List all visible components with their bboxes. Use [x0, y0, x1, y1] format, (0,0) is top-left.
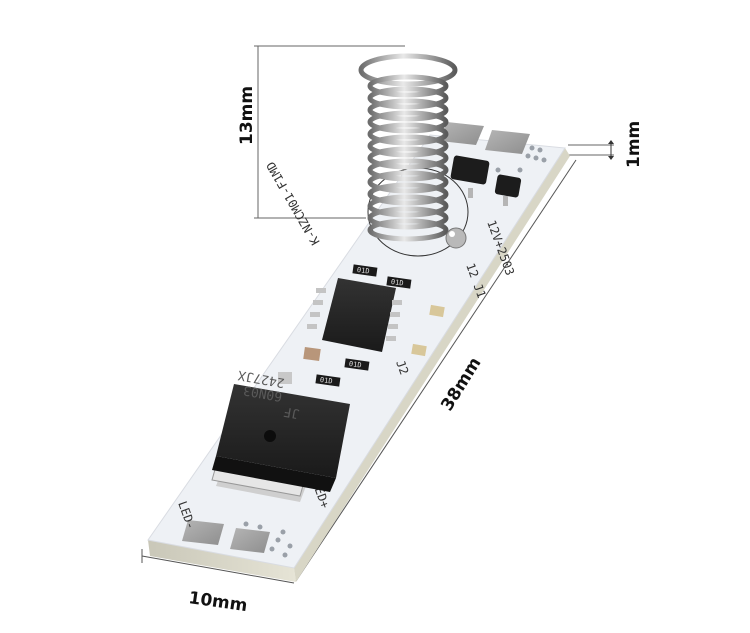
- mosfet-to252: JF 60N03 2427JX: [211, 367, 350, 502]
- smd-resistors: 01D 01D 01D 01D: [278, 264, 412, 387]
- spring-height-label: 13mm: [237, 86, 257, 145]
- touch-spring: [358, 53, 467, 249]
- pcb-board: K-NZCM01-F1MD 12V+2503 12 J1 J2 LED+ LED…: [147, 122, 570, 582]
- width-label: 10mm: [187, 588, 248, 616]
- dimension-13mm: 13mm: [237, 45, 405, 219]
- dimension-1mm: 1mm: [568, 121, 644, 168]
- mosfet-marking-1: JF: [283, 403, 301, 421]
- silk-j2: J2: [393, 358, 411, 376]
- solder-pad: [485, 130, 530, 154]
- thickness-label: 1mm: [624, 121, 644, 168]
- solder-pad: [230, 528, 270, 553]
- via-holes: [243, 521, 293, 558]
- solder-pad: [440, 122, 484, 145]
- solder-joint: [445, 227, 467, 249]
- soic8-ic: [307, 278, 402, 352]
- solder-pad: [182, 520, 224, 545]
- length-label: 38mm: [437, 354, 485, 415]
- svg-text:01D: 01D: [319, 376, 333, 386]
- svg-text:01D: 01D: [356, 266, 370, 276]
- sot23-transistor: [450, 155, 522, 206]
- mosfet-marking-2: 60N03: [242, 382, 283, 404]
- via-holes: [475, 145, 547, 173]
- silk-model: K-NZCM01-F1MD: [264, 159, 323, 247]
- svg-text:01D: 01D: [390, 278, 404, 288]
- svg-text:01D: 01D: [348, 360, 362, 370]
